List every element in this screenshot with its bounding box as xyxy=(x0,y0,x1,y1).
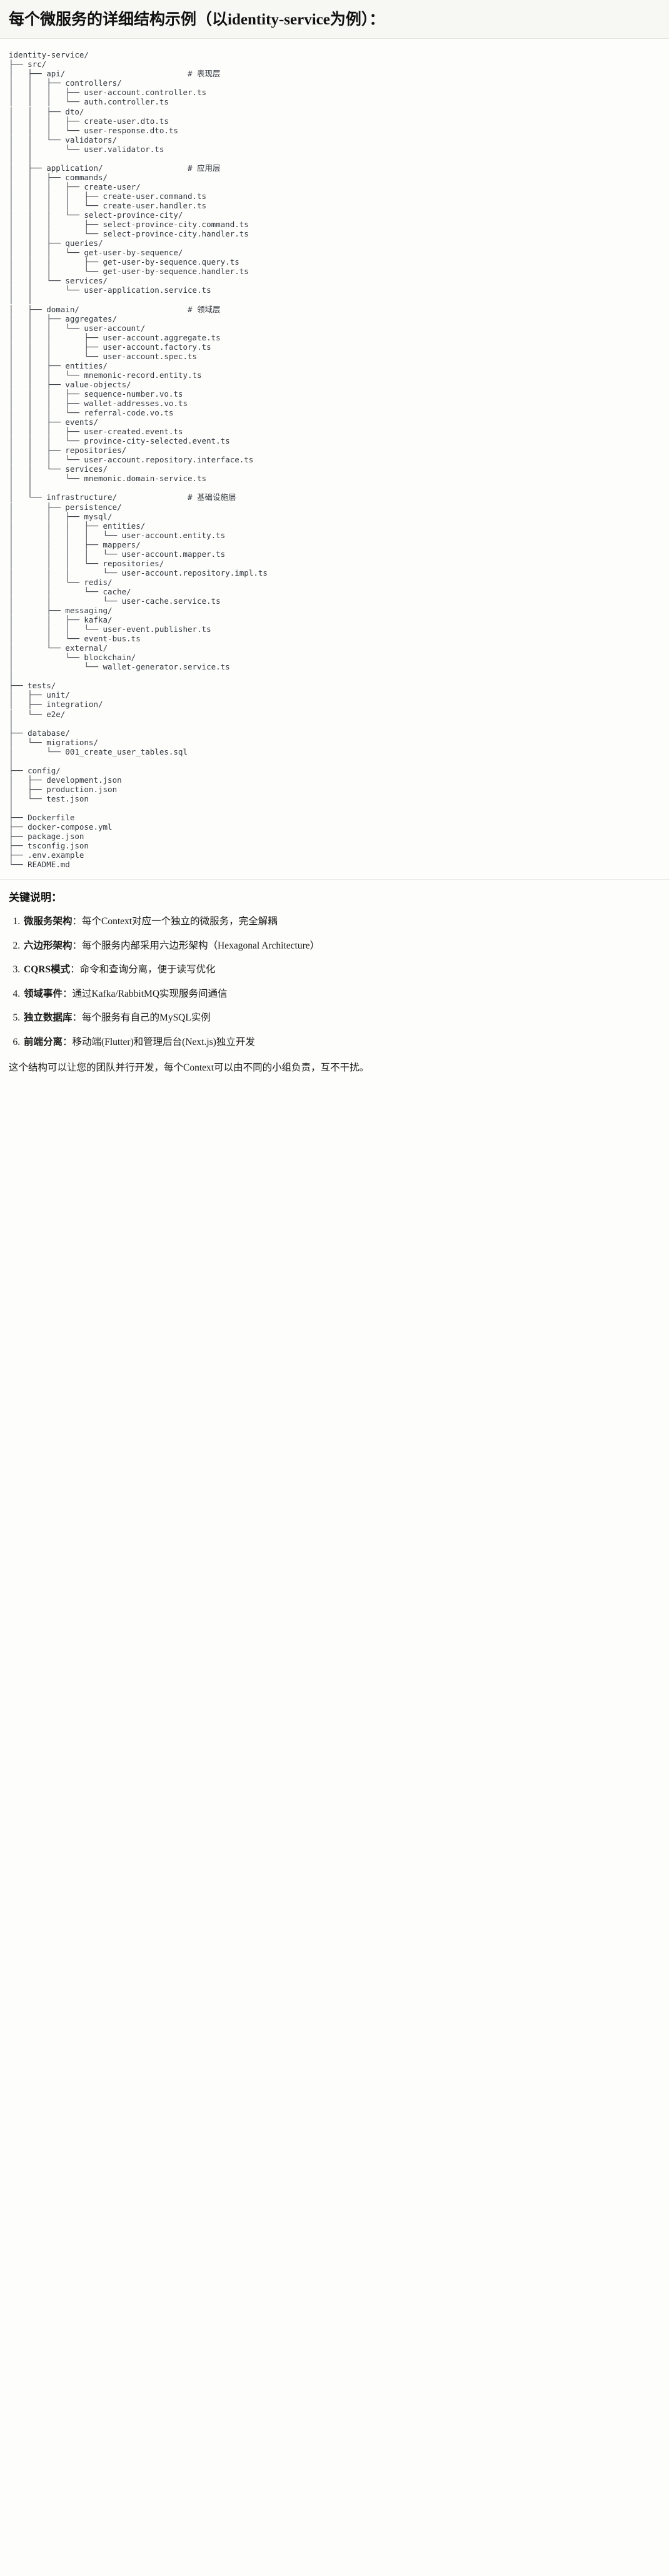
list-item: CQRS模式：命令和查询分离，便于读写优化 xyxy=(23,963,660,977)
note-description: 移动端(Flutter)和管理后台(Next.js)独立开发 xyxy=(72,1036,255,1047)
note-term: 六边形架构 xyxy=(24,940,73,951)
note-description: 每个服务有自己的MySQL实例 xyxy=(82,1012,211,1024)
note-separator: ： xyxy=(72,1012,83,1024)
list-item: 六边形架构：每个服务内部采用六边形架构（Hexagonal Architectu… xyxy=(23,939,660,953)
note-term: 前端分离 xyxy=(24,1036,63,1047)
note-term: CQRS模式 xyxy=(24,964,71,975)
key-notes-list: 微服务架构：每个Context对应一个独立的微服务，完全解耦六边形架构：每个服务… xyxy=(9,915,660,1049)
directory-tree: identity-service/ ├── src/ │ ├── api/ # … xyxy=(9,50,268,870)
note-separator: ： xyxy=(70,964,80,975)
document-page: 每个微服务的详细结构示例（以identity-service为例）： ident… xyxy=(0,0,669,1084)
document-header: 每个微服务的详细结构示例（以identity-service为例）： xyxy=(0,0,669,39)
note-description: 每个Context对应一个独立的微服务，完全解耦 xyxy=(82,916,278,927)
note-separator: ： xyxy=(63,988,73,999)
note-term: 微服务架构 xyxy=(24,916,73,927)
key-notes-section: 关键说明： 微服务架构：每个Context对应一个独立的微服务，完全解耦六边形架… xyxy=(0,880,669,1084)
note-term: 领域事件 xyxy=(24,988,63,999)
key-notes-title: 关键说明： xyxy=(9,892,62,904)
note-description: 每个服务内部采用六边形架构（Hexagonal Architecture） xyxy=(82,940,320,951)
note-description: 命令和查询分离，便于读写优化 xyxy=(79,964,216,975)
note-separator: ： xyxy=(63,1036,73,1047)
list-item: 微服务架构：每个Context对应一个独立的微服务，完全解耦 xyxy=(23,915,660,929)
closing-paragraph: 这个结构可以让您的团队并行开发，每个Context可以由不同的小组负责，互不干扰… xyxy=(9,1062,370,1074)
list-item: 领域事件：通过Kafka/RabbitMQ实现服务间通信 xyxy=(23,987,660,1001)
list-item: 独立数据库：每个服务有自己的MySQL实例 xyxy=(23,1011,660,1025)
note-separator: ： xyxy=(72,916,83,927)
list-item: 前端分离：移动端(Flutter)和管理后台(Next.js)独立开发 xyxy=(23,1036,660,1049)
note-separator: ： xyxy=(72,940,83,951)
directory-tree-block: identity-service/ ├── src/ │ ├── api/ # … xyxy=(0,39,669,880)
note-term: 独立数据库 xyxy=(24,1012,73,1024)
page-title: 每个微服务的详细结构示例（以identity-service为例）： xyxy=(9,11,385,28)
note-description: 通过Kafka/RabbitMQ实现服务间通信 xyxy=(72,988,228,999)
